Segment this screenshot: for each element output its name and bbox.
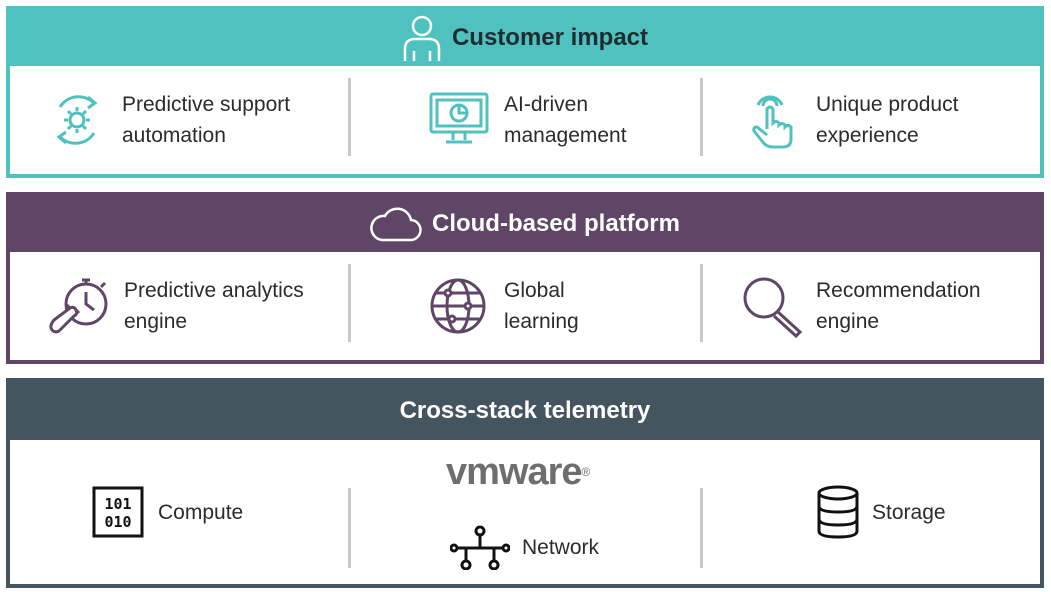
monitor-chart-icon [428,90,490,150]
cloud-platform-band: Cloud-based platform Predictive analytic… [6,192,1044,364]
feature-label-line2: engine [124,310,188,333]
feature-label-line2: experience [816,124,919,147]
feature-label-line1: Global [504,279,565,302]
column-divider [348,264,351,342]
feature-label-line1: Predictive support [122,93,291,116]
feature-predictive-analytics: Predictive analytics engine [48,252,304,360]
svg-text:101: 101 [104,495,131,513]
telemetry-network: Network [450,510,599,584]
telemetry-storage: Storage [816,440,946,584]
feature-label-line2: automation [122,124,226,147]
storage-label: Storage [872,500,946,524]
feature-label-line2: management [504,124,627,147]
feature-recommendation-engine: Recommendation engine [740,252,981,360]
feature-label-line1: Predictive analytics [124,279,304,302]
telemetry-compute: 101 010 Compute [92,440,243,584]
customer-impact-band: Customer impact Predictive support autom… [6,6,1044,178]
telemetry-title: Cross-stack telemetry [399,397,651,424]
column-divider [700,78,703,156]
feature-predictive-support: Predictive support automation [48,66,290,174]
svg-text:010: 010 [104,513,131,531]
feature-label-line1: Recommendation [816,279,981,302]
gear-refresh-icon [48,91,106,149]
column-divider [700,488,703,568]
customer-impact-header: Customer impact [10,10,1040,66]
touch-hand-icon [748,89,800,151]
person-icon [402,13,442,63]
binary-chip-icon: 101 010 [92,486,144,538]
feature-label-line2: learning [504,310,579,333]
telemetry-header: Cross-stack telemetry [10,382,1040,440]
feature-label-line2: engine [816,310,880,333]
network-label: Network [522,535,600,559]
feature-label-line1: Unique product [816,93,959,116]
vmware-logo: vmware® [446,451,590,493]
column-divider [348,488,351,568]
cloud-platform-header: Cloud-based platform [10,196,1040,252]
column-divider [700,264,703,342]
database-icon [816,485,860,539]
compute-label: Compute [158,500,244,524]
magnifier-icon [740,274,806,338]
feature-global-learning: Global learning [428,252,579,360]
network-topology-icon [450,524,510,570]
cloud-platform-title: Cloud-based platform [431,210,680,237]
cloud-icon [370,204,422,244]
feature-label-line1: AI-driven [504,93,589,116]
column-divider [348,78,351,156]
feature-unique-experience: Unique product experience [748,66,958,174]
customer-impact-title: Customer impact [451,24,649,51]
stopwatch-wrench-icon [48,274,112,338]
globe-network-icon [428,276,488,336]
telemetry-band: Cross-stack telemetry vmware® 101 010 Co… [6,378,1044,588]
feature-ai-management: AI-driven management [428,66,627,174]
